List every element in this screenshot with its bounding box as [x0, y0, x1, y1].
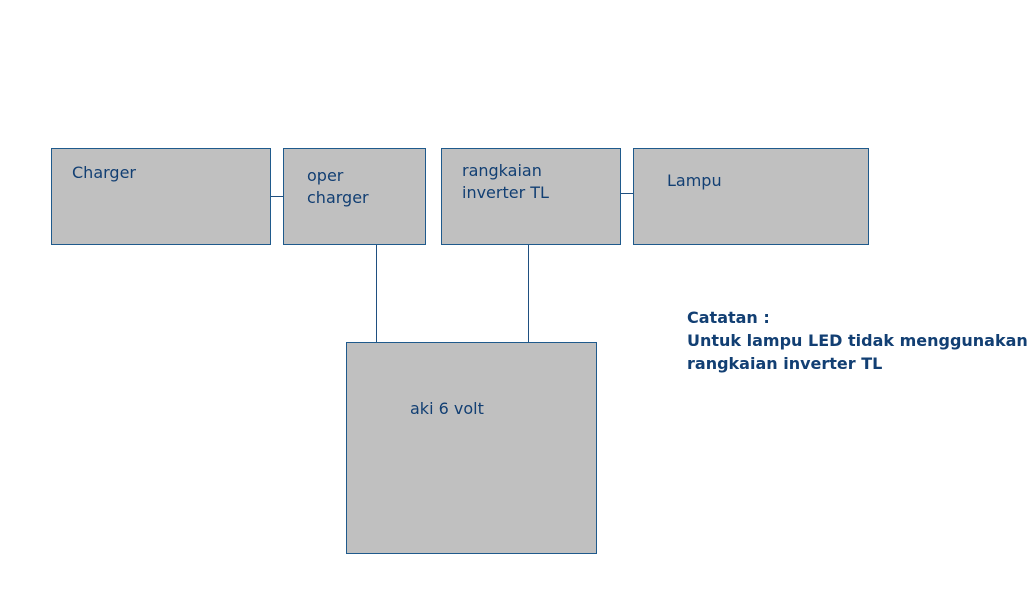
- charger-box: Charger: [51, 148, 271, 245]
- aki-label: aki 6 volt: [410, 399, 484, 418]
- note-line-2: rangkaian inverter TL: [687, 354, 883, 373]
- connector-oper-aki: [376, 245, 377, 342]
- lampu-label: Lampu: [667, 171, 722, 190]
- note: Catatan : Untuk lampu LED tidak mengguna…: [687, 306, 1028, 375]
- inverter-label: rangkaian inverter TL: [462, 161, 549, 202]
- inverter-box: rangkaian inverter TL: [441, 148, 621, 245]
- oper-charger-box: oper charger: [283, 148, 426, 245]
- note-line-1: Untuk lampu LED tidak menggunakan: [687, 331, 1028, 350]
- aki-box: aki 6 volt: [346, 342, 597, 554]
- oper-charger-label: oper charger: [307, 166, 369, 207]
- lampu-box: Lampu: [633, 148, 869, 245]
- connector-charger-oper: [271, 196, 283, 197]
- connector-inverter-aki: [528, 245, 529, 342]
- connector-inverter-lampu: [621, 193, 633, 194]
- note-title: Catatan :: [687, 308, 770, 327]
- charger-label: Charger: [72, 163, 136, 182]
